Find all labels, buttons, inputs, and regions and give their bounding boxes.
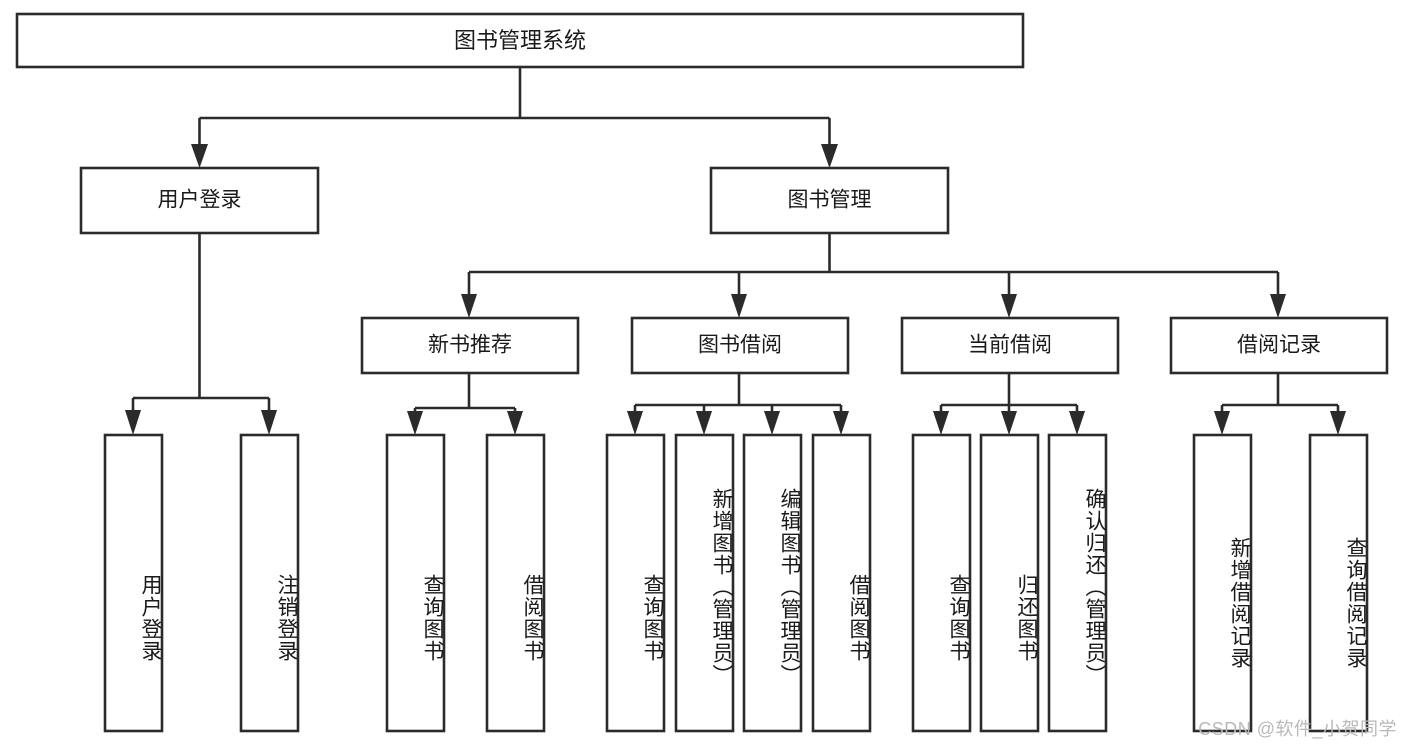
arrow-head-leaf-6	[696, 411, 712, 435]
arrow-head-book-manage	[821, 144, 838, 168]
node-leaf-box-5[interactable]	[605, 433, 666, 733]
arrow-head-leaf-11	[1069, 411, 1085, 435]
node-leaf-box-2[interactable]	[239, 433, 300, 733]
node-leaf-box-6[interactable]	[674, 433, 735, 733]
arrow-head-leaf-13	[1330, 411, 1346, 435]
node-new-book-box[interactable]	[360, 316, 580, 375]
node-root-label: 图书管理系统	[454, 28, 586, 53]
arrow-head-leaf-7	[764, 411, 780, 435]
nodes-group: 图书管理系统 用户登录 图书管理 新书推荐 图书借阅 当前借阅 借阅记录	[15, 12, 1389, 733]
node-leaf-box-4[interactable]	[485, 433, 546, 733]
node-user-login-box[interactable]	[79, 166, 320, 235]
node-borrow-record-label: 借阅记录	[1237, 334, 1321, 357]
node-book-borrow-label: 图书借阅	[698, 334, 782, 357]
watermark-label: CSDN @软件_小贺同学	[1198, 719, 1397, 739]
arrow-head-leaf-5	[627, 411, 643, 435]
node-leaf-box-11[interactable]	[1047, 433, 1108, 733]
arrow-head-borrow-record	[1270, 294, 1286, 318]
node-book-borrow-box[interactable]	[630, 316, 850, 375]
arrow-head-leaf-10	[1001, 411, 1017, 435]
arrow-head-leaf-3	[407, 411, 423, 435]
node-book-manage-box[interactable]	[709, 166, 950, 235]
arrow-head-leaf-1	[125, 410, 141, 435]
node-borrow-record-box[interactable]	[1169, 316, 1389, 375]
node-leaf-box-12[interactable]	[1192, 433, 1253, 733]
node-leaf-box-10[interactable]	[979, 433, 1040, 733]
arrow-head-borrow-book	[731, 294, 747, 318]
node-leaf-box-3[interactable]	[385, 433, 446, 733]
arrow-head-current-borrow	[1001, 294, 1017, 318]
arrow-head-leaf-9	[933, 411, 949, 435]
node-book-manage-label: 图书管理	[788, 189, 872, 212]
node-leaf-box-7[interactable]	[742, 433, 803, 733]
node-leaf-box-9[interactable]	[911, 433, 972, 733]
arrow-head-leaf-2	[261, 410, 277, 435]
arrow-head-user-login	[191, 144, 208, 168]
node-leaf-box-13[interactable]	[1308, 433, 1369, 733]
arrow-head-leaf-8	[833, 411, 849, 435]
arrow-head-leaf-12	[1214, 411, 1230, 435]
node-current-borrow-label: 当前借阅	[968, 334, 1052, 357]
arrow-head-leaf-4	[507, 411, 523, 435]
node-leaf-box-8[interactable]	[811, 433, 872, 733]
node-new-book-label: 新书推荐	[428, 334, 512, 357]
node-root-box[interactable]	[15, 12, 1025, 69]
node-user-login-label: 用户登录	[158, 189, 242, 212]
node-leaf-box-1[interactable]	[103, 433, 164, 733]
connectors-group	[125, 67, 1346, 435]
node-current-borrow-box[interactable]	[900, 316, 1120, 375]
arrow-head-new-book	[461, 294, 477, 318]
